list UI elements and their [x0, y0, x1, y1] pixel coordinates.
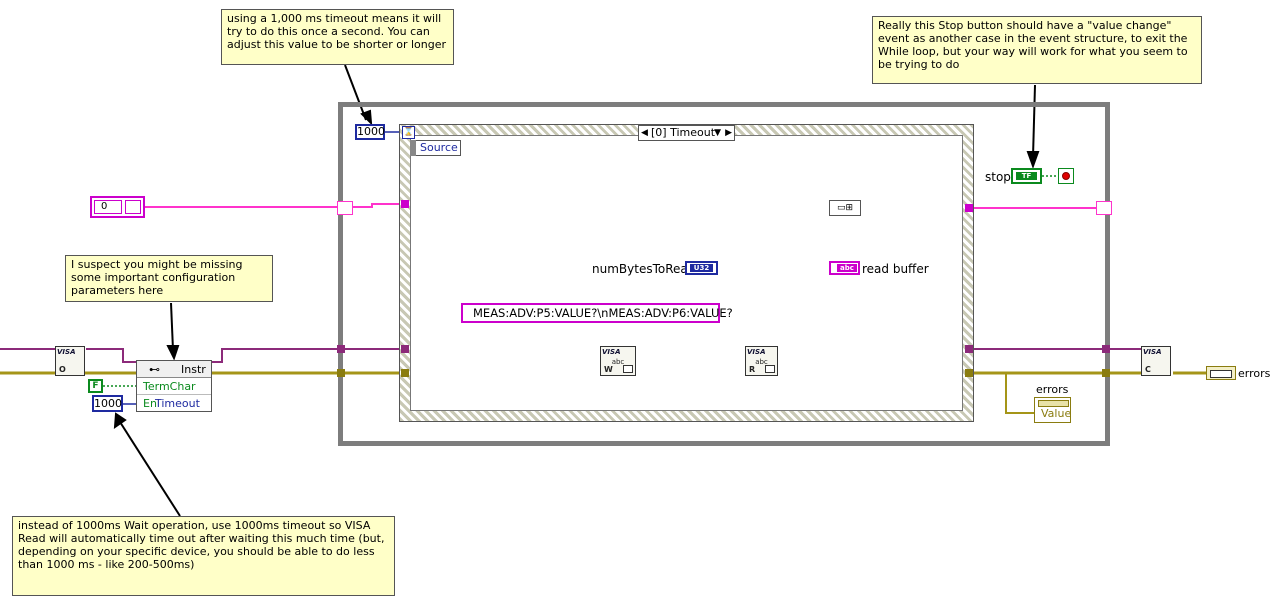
- event-visa-tunnel-left: [401, 345, 409, 353]
- property-row-termchar[interactable]: TermChar En: [137, 378, 211, 410]
- errors-out-indicator[interactable]: [1206, 366, 1236, 380]
- visa-note-text: instead of 1000ms Wait operation, use 10…: [18, 519, 385, 571]
- case-next-icon[interactable]: ▶: [725, 128, 732, 138]
- visa-tunnel-right: [1102, 345, 1110, 353]
- stop-label: stop: [985, 170, 1011, 184]
- array-element[interactable]: [125, 200, 141, 214]
- event-error-tunnel-right: [965, 369, 973, 377]
- stop-terminal[interactable]: TF: [1011, 168, 1042, 184]
- property-row-timeout[interactable]: Timeout: [137, 395, 211, 412]
- errors-out-icon: [1210, 370, 1232, 378]
- visa-read-abc: abc: [755, 358, 768, 366]
- errors-cluster-icon: [1038, 400, 1069, 407]
- prop-timeout-constant[interactable]: 1000: [92, 395, 123, 412]
- event-tunnel-top: [401, 200, 409, 208]
- stop-note: Really this Stop button should have a "v…: [872, 16, 1202, 84]
- visa-close-vi[interactable]: VISA C: [1141, 346, 1171, 376]
- case-selector[interactable]: ◀ [0] Timeout ▼ ▶: [638, 125, 735, 141]
- event-source-node: Source: [410, 140, 461, 156]
- termchar-label: TermChar En: [143, 380, 196, 410]
- array-constant[interactable]: 0: [90, 196, 145, 218]
- visa-read-vi[interactable]: VISA abc R: [745, 346, 778, 376]
- visa-resource-wire: [0, 348, 1141, 363]
- visa-read-letter: R: [749, 365, 756, 374]
- termchar-bool-constant[interactable]: F: [88, 379, 103, 393]
- u32-icon: U32: [690, 264, 713, 272]
- shift-register-right: [1096, 201, 1112, 215]
- case-label: [0] Timeout: [651, 126, 716, 139]
- timeout-prop-label: Timeout: [155, 397, 200, 410]
- stop-note-text: Really this Stop button should have a "v…: [878, 19, 1188, 71]
- case-prev-icon[interactable]: ◀: [641, 128, 648, 138]
- visa-write-abc: abc: [611, 358, 625, 366]
- property-key-icon: ⊷: [149, 363, 160, 376]
- errors-cluster-indicator[interactable]: Value: [1034, 397, 1071, 423]
- visa-read-device-icon: [765, 365, 775, 373]
- while-loop: [338, 102, 1110, 446]
- errors-value-label: Value: [1041, 407, 1072, 420]
- visa-write-label: VISA: [602, 348, 621, 356]
- event-visa-tunnel-right: [965, 345, 973, 353]
- visa-open-label: VISA: [57, 348, 76, 356]
- errors-cluster-label: errors: [1036, 383, 1069, 396]
- visa-write-device-icon: [623, 365, 633, 373]
- visa-note: instead of 1000ms Wait operation, use 10…: [12, 516, 395, 596]
- error-branch-wire: [1005, 373, 1034, 414]
- visa-open-letter: O: [59, 365, 66, 374]
- visa-close-letter: C: [1145, 365, 1151, 374]
- event-timeout-terminal: ⌛: [402, 126, 415, 139]
- loop-condition-icon[interactable]: [1058, 168, 1074, 184]
- array-index[interactable]: 0: [94, 200, 122, 214]
- numbytes-control[interactable]: U32: [685, 261, 718, 275]
- timeout-note-text: using a 1,000 ms timeout means it will t…: [227, 12, 447, 51]
- timeout-note: using a 1,000 ms timeout means it will t…: [221, 9, 454, 65]
- visa-write-vi[interactable]: VISA abc W: [600, 346, 636, 376]
- property-header-label: Instr: [181, 363, 206, 376]
- read-buffer-indicator[interactable]: abc: [829, 261, 860, 275]
- visa-open-vi[interactable]: VISA O: [55, 346, 85, 376]
- error-tunnel-left: [337, 369, 345, 377]
- config-note: I suspect you might be missing some impo…: [65, 255, 273, 302]
- config-note-text: I suspect you might be missing some impo…: [71, 258, 243, 297]
- build-array-node: ▭⊞: [829, 200, 861, 216]
- event-timeout-constant[interactable]: 1000: [355, 124, 385, 140]
- numbytes-label: numBytesToRead: [592, 262, 696, 276]
- error-tunnel-right: [1102, 369, 1110, 377]
- case-dropdown-icon[interactable]: ▼: [714, 128, 721, 138]
- build-array-icon: ▭⊞: [836, 203, 854, 213]
- source-label: Source: [420, 141, 458, 154]
- property-node-header: ⊷ Instr: [137, 361, 211, 378]
- event-error-tunnel-left: [401, 369, 409, 377]
- source-node-handle: [410, 140, 416, 156]
- errors-out-label: errors: [1238, 367, 1271, 380]
- event-tunnel-top-right: [965, 204, 973, 212]
- stop-tf-icon: TF: [1016, 172, 1037, 180]
- visa-write-letter: W: [604, 365, 613, 374]
- note-arrows: [113, 64, 1040, 517]
- visa-property-node[interactable]: ⊷ Instr TermChar En Timeout: [136, 360, 212, 412]
- command-string-constant[interactable]: MEAS:ADV:P5:VALUE?\nMEAS:ADV:P6:VALUE?: [461, 303, 733, 323]
- visa-close-label: VISA: [1143, 348, 1162, 356]
- visa-tunnel-left: [337, 345, 345, 353]
- abc-icon: abc: [837, 264, 857, 272]
- visa-read-label: VISA: [747, 348, 766, 356]
- read-buffer-label: read buffer: [862, 262, 929, 276]
- shift-register-left: [337, 201, 353, 215]
